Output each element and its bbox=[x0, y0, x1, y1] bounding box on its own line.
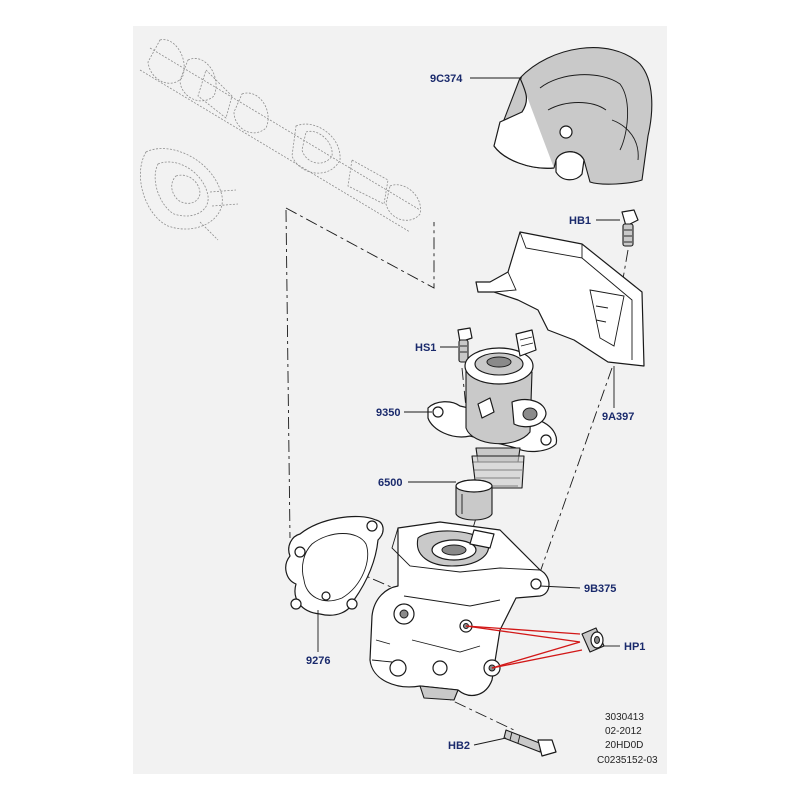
callout-6500: 6500 bbox=[378, 477, 402, 489]
hp1-location-lines bbox=[465, 625, 583, 669]
callout-labels: 9C374 HB1 HS1 9350 9A397 6500 9B375 HP1 … bbox=[306, 73, 645, 752]
callout-HB2: HB2 bbox=[448, 740, 470, 752]
callout-9276: 9276 bbox=[306, 655, 330, 667]
part-9A397-heat-shield bbox=[475, 231, 645, 367]
callout-HP1: HP1 bbox=[624, 641, 645, 653]
stamp-line-4: C0235152-03 bbox=[597, 755, 658, 766]
stamp-line-2: 02-2012 bbox=[605, 726, 642, 737]
part-HB1-bolt bbox=[621, 209, 639, 247]
callout-9350: 9350 bbox=[376, 407, 400, 419]
stamp-line-1: 3030413 bbox=[605, 712, 644, 723]
part-HP1-plug bbox=[581, 627, 605, 653]
part-9C374-cover bbox=[493, 47, 653, 185]
part-6500-tappet bbox=[455, 479, 493, 521]
part-HS1-bolt bbox=[457, 327, 473, 363]
callout-leaders bbox=[317, 77, 620, 746]
callout-9A397: 9A397 bbox=[602, 411, 634, 423]
reference-stamp: 3030413 02-2012 20HD0D C0235152-03 bbox=[597, 712, 658, 766]
part-9276-gasket bbox=[285, 515, 384, 616]
assembly-chain-lines bbox=[285, 207, 629, 731]
camshaft-ghost bbox=[139, 39, 421, 241]
callout-9C374: 9C374 bbox=[430, 73, 463, 85]
part-9350-fuel-pump bbox=[427, 329, 558, 489]
callout-9B375: 9B375 bbox=[584, 583, 616, 595]
callout-HB1: HB1 bbox=[569, 215, 591, 227]
part-9B375-housing bbox=[369, 521, 550, 701]
callout-HS1: HS1 bbox=[415, 342, 436, 354]
stamp-line-3: 20HD0D bbox=[605, 740, 643, 751]
part-HB2-bolt bbox=[503, 729, 557, 757]
